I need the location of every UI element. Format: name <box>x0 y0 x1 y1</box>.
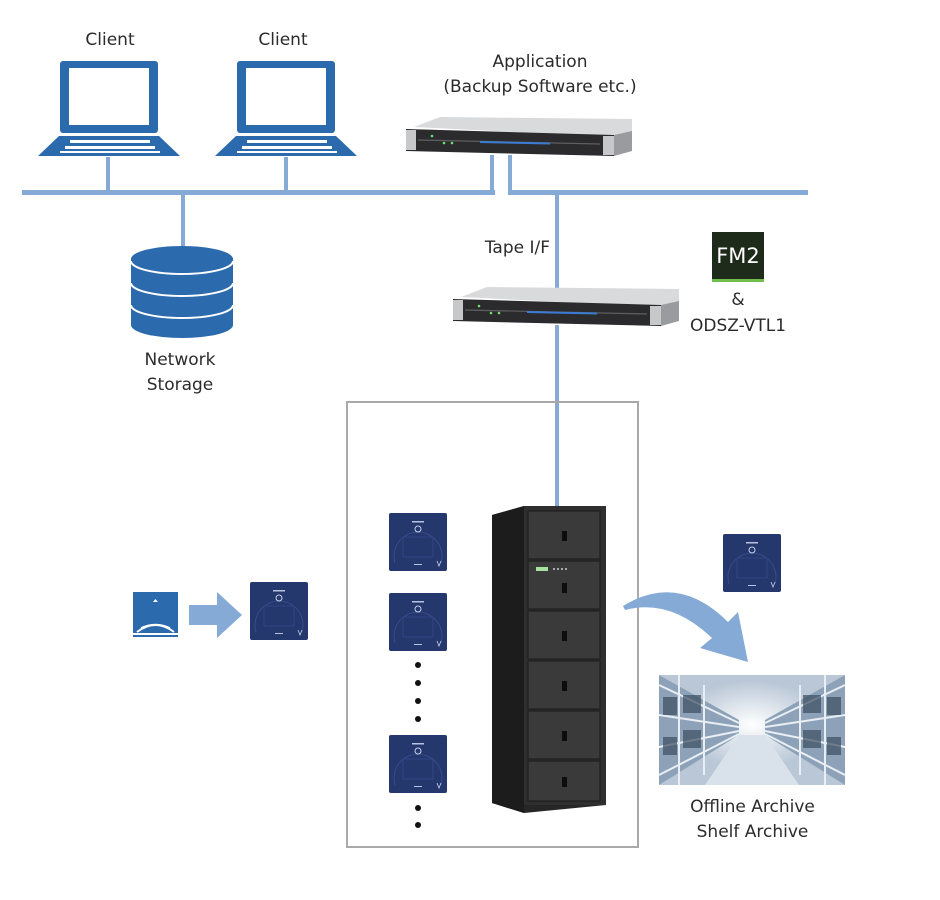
cartridge-icon <box>723 534 781 592</box>
server-icon <box>453 287 679 326</box>
cartridge-icon <box>389 593 447 651</box>
storage-link <box>181 193 185 248</box>
offline-archive-label: Offline Archive Shelf Archive <box>660 795 845 845</box>
ellipsis-dot <box>415 716 421 722</box>
cartridge-icon <box>389 735 447 793</box>
library-link <box>555 325 559 508</box>
library-enclosure <box>346 401 639 848</box>
software-product-label: ODSZ-VTL1 <box>689 316 787 336</box>
network-bus-left <box>22 190 495 195</box>
cartridge-icon <box>250 582 308 640</box>
tape-if-link <box>555 193 559 288</box>
ellipsis-dot <box>415 662 421 668</box>
app-link-right <box>508 155 512 193</box>
library-rack-icon <box>492 506 606 813</box>
client-2-label: Client <box>258 30 308 50</box>
ellipsis-dot <box>415 805 421 811</box>
server-icon <box>406 117 632 156</box>
network-storage-line2: Storage <box>146 375 214 395</box>
cartridge-icon <box>389 513 447 571</box>
application-label: Application (Backup Software etc.) <box>420 50 660 100</box>
curved-arrow-icon <box>623 592 748 662</box>
app-link-left <box>490 155 494 193</box>
ellipsis-dot <box>415 822 421 828</box>
laptop-icon <box>38 61 180 156</box>
laptop-icon <box>215 61 357 156</box>
network-storage-line1: Network <box>144 350 216 370</box>
application-subtitle: (Backup Software etc.) <box>443 77 637 97</box>
client-1-label: Client <box>85 30 135 50</box>
network-bus-right <box>508 190 808 195</box>
disc-media-icon <box>133 592 178 637</box>
archive-shelf-image <box>658 675 846 785</box>
ellipsis-dot <box>415 680 421 686</box>
software-connector: & <box>731 290 745 310</box>
fm2-badge-text: FM2 <box>716 243 760 268</box>
arrow-right-icon <box>189 592 242 638</box>
offline-archive-line2: Shelf Archive <box>696 822 809 842</box>
tape-if-label: Tape I/F <box>484 238 550 258</box>
network-storage-label: Network Storage <box>120 348 240 398</box>
application-title: Application <box>492 52 588 72</box>
client-2-link <box>284 157 288 192</box>
ellipsis-dot <box>415 698 421 704</box>
offline-archive-line1: Offline Archive <box>690 797 815 817</box>
client-1-link <box>106 157 110 192</box>
fm2-badge: FM2 <box>712 232 764 282</box>
database-icon <box>130 246 234 338</box>
